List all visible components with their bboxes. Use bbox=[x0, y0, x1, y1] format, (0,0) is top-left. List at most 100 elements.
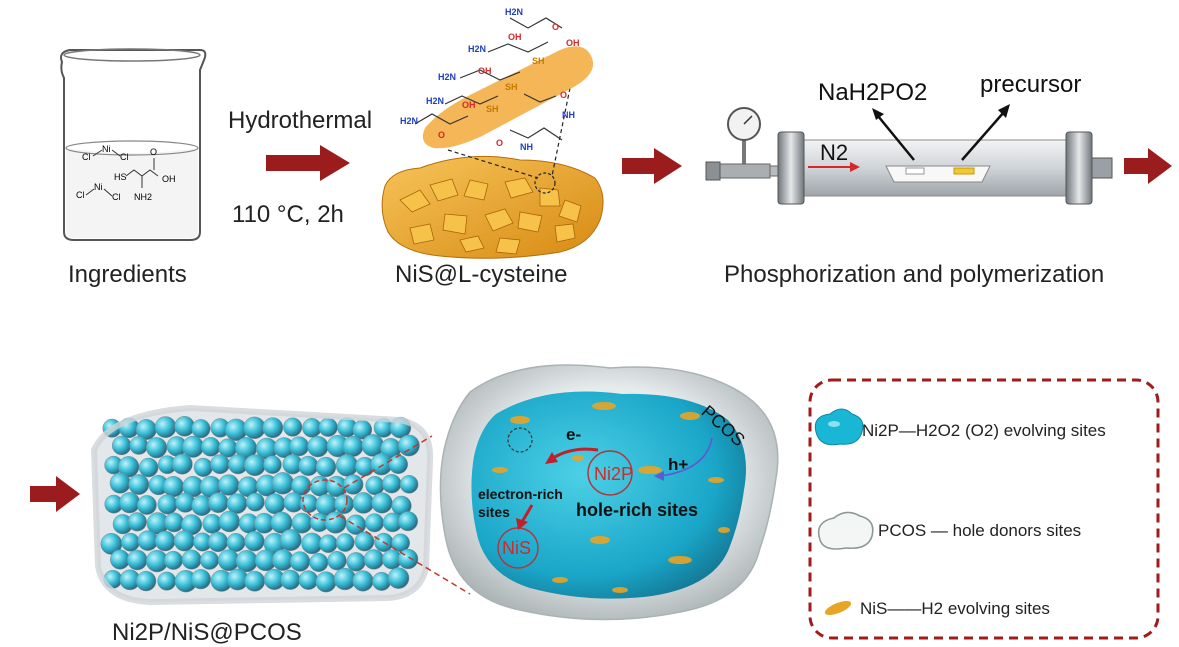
ingredients-label: Ingredients bbox=[68, 261, 187, 288]
beaker-ni-2: Ni bbox=[94, 182, 103, 192]
sphere bbox=[298, 570, 319, 590]
sphere bbox=[262, 417, 284, 439]
sphere bbox=[335, 533, 355, 552]
sphere bbox=[157, 494, 178, 515]
electron-rich-line1: electron-rich bbox=[478, 486, 563, 502]
sphere bbox=[264, 493, 286, 515]
sphere bbox=[244, 531, 265, 552]
sphere bbox=[173, 530, 195, 552]
zoomed-particle bbox=[439, 364, 779, 621]
sphere bbox=[346, 552, 366, 572]
sphere bbox=[164, 512, 184, 533]
beaker-cl-3: Cl bbox=[76, 190, 85, 200]
cys-o-1: O bbox=[552, 22, 559, 32]
sphere bbox=[372, 571, 392, 591]
sphere bbox=[289, 436, 310, 457]
sphere bbox=[382, 474, 402, 494]
electron-label: e- bbox=[566, 425, 581, 444]
sphere bbox=[190, 569, 211, 590]
sphere bbox=[210, 454, 230, 475]
sphere bbox=[109, 472, 131, 494]
cys-h2n-5: H2N bbox=[400, 116, 418, 126]
beaker-cl-1: Cl bbox=[82, 152, 91, 162]
cys-h2n-4: H2N bbox=[426, 96, 444, 106]
tube-furnace bbox=[705, 104, 1113, 205]
sphere bbox=[193, 457, 213, 477]
cys-h2n-1: H2N bbox=[505, 7, 523, 17]
beaker: Ni Cl Cl Ni Cl Cl HS O OH NH2 bbox=[60, 48, 207, 241]
sphere bbox=[342, 435, 364, 457]
beaker-ni-1: Ni bbox=[102, 144, 111, 154]
hole-rich-label: hole-rich sites bbox=[576, 500, 698, 520]
cys-sh-3: SH bbox=[486, 104, 499, 114]
sphere bbox=[345, 514, 367, 535]
beaker-cl-2: Cl bbox=[120, 152, 129, 162]
sphere bbox=[181, 549, 202, 570]
sphere bbox=[399, 475, 419, 494]
sphere bbox=[244, 570, 266, 592]
sphere bbox=[307, 435, 329, 458]
legend-item-ni2p: Ni2P—H2O2 (O2) evolving sites bbox=[862, 421, 1106, 440]
sphere bbox=[126, 549, 148, 571]
sphere bbox=[154, 416, 177, 438]
cys-nh-1: NH bbox=[562, 110, 575, 120]
sphere bbox=[365, 476, 385, 496]
nis-patches bbox=[492, 402, 730, 593]
product-label: Ni2P/NiS@PCOS bbox=[112, 619, 302, 646]
legend-item-pcos: PCOS — hole donors sites bbox=[878, 521, 1081, 540]
sphere bbox=[226, 493, 248, 514]
legend-border bbox=[808, 378, 1160, 640]
cys-nh-2: NH bbox=[520, 142, 533, 152]
nis-cysteine-illustration: H2N OH O H2N OH SH H2N OH SH H2N OH SH H… bbox=[381, 7, 604, 259]
legend-item-nis: NiS——H2 evolving sites bbox=[860, 599, 1050, 618]
nis-cysteine-label: NiS@L-cysteine bbox=[395, 261, 567, 288]
arrow-3 bbox=[1124, 148, 1172, 184]
sphere bbox=[137, 530, 159, 551]
sphere bbox=[283, 417, 303, 437]
sphere bbox=[279, 529, 302, 551]
precursor-label: precursor bbox=[980, 71, 1081, 98]
arrow-4 bbox=[30, 476, 80, 512]
ni2p-label: Ni2P bbox=[594, 464, 633, 484]
sphere bbox=[309, 553, 329, 572]
sphere bbox=[119, 492, 141, 514]
sphere bbox=[327, 551, 347, 571]
n2-label: N2 bbox=[820, 140, 848, 165]
sphere bbox=[208, 492, 229, 513]
cyan-blob-icon bbox=[814, 408, 864, 446]
cys-o-3: O bbox=[560, 90, 567, 100]
sphere bbox=[319, 534, 338, 553]
sphere bbox=[263, 455, 282, 474]
cys-o-2: O bbox=[438, 130, 445, 140]
sphere bbox=[243, 416, 266, 439]
sphere bbox=[154, 530, 176, 552]
sphere bbox=[129, 436, 149, 455]
hole-label: h+ bbox=[668, 455, 688, 474]
sphere bbox=[207, 531, 229, 553]
cys-sh-1: SH bbox=[532, 56, 545, 66]
electron-rich-line2: sites bbox=[478, 504, 510, 520]
beaker-cl-4: Cl bbox=[112, 192, 121, 202]
sphere bbox=[315, 456, 337, 478]
cys-oh-4: OH bbox=[462, 100, 476, 110]
sphere bbox=[157, 571, 177, 591]
sphere bbox=[226, 533, 246, 552]
nah2po2-label: NaH2PO2 bbox=[818, 79, 927, 106]
sphere bbox=[174, 416, 195, 437]
cys-sh-2: SH bbox=[505, 82, 518, 92]
cys-o-4: O bbox=[496, 138, 503, 148]
gray-cloud-icon bbox=[817, 511, 874, 550]
orange-ellipse-icon bbox=[824, 601, 852, 615]
hydrothermal-label: Hydrothermal bbox=[228, 107, 372, 134]
sphere bbox=[388, 454, 408, 474]
sphere bbox=[318, 417, 338, 437]
phosphorization-label: Phosphorization and polymerization bbox=[724, 261, 1104, 288]
beaker-oh: OH bbox=[162, 174, 176, 184]
sphere bbox=[371, 492, 393, 514]
sphere bbox=[218, 510, 240, 533]
sphere bbox=[280, 569, 301, 590]
sphere bbox=[200, 550, 219, 570]
sphere bbox=[111, 435, 132, 456]
